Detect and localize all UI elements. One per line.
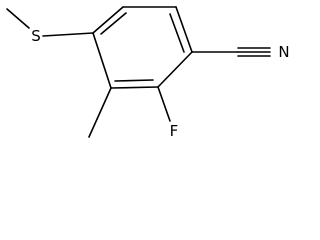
ring-bond-c6-c1 [92, 32, 112, 89]
ring-bond-c3-c4 [175, 6, 193, 53]
ring-bond-c5-c6 [110, 86, 159, 89]
ring-bond-c5-c6-inner [114, 79, 154, 82]
bond-sulfur-ring [42, 32, 94, 37]
sulfur-atom-label: S [31, 27, 41, 45]
ring-bond-c4-c5 [157, 51, 193, 88]
nitrogen-atom-label: N [278, 43, 289, 61]
ring-bond-c3-c4-inner [169, 13, 185, 53]
bond-ring-fluorine [157, 86, 171, 122]
ring-bond-c1-c2-inner [100, 12, 127, 35]
bond-ring-methyl [88, 87, 112, 138]
chemical-structure-diagram: S N F [6, 6, 290, 140]
fluorine-atom-label: F [170, 122, 179, 140]
bond-methyl-sulfur [6, 8, 30, 29]
ring-bond-c1-c2 [92, 6, 124, 34]
